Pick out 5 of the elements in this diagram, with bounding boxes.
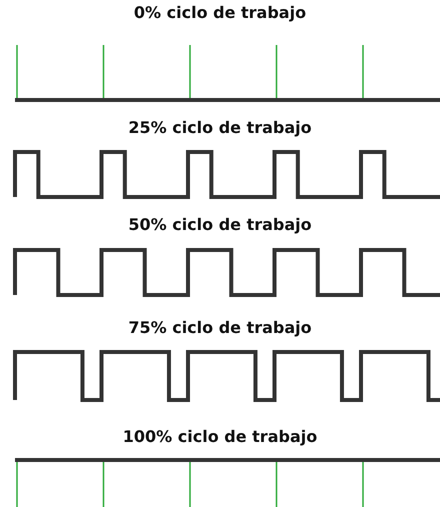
duty-cycle-title: 100% ciclo de trabajo	[122, 427, 318, 446]
duty-cycle-title: 0% ciclo de trabajo	[132, 3, 308, 22]
duty-cycle-title: 50% ciclo de trabajo	[127, 215, 313, 234]
duty-cycle-title: 25% ciclo de trabajo	[127, 118, 313, 137]
duty-cycle-title: 75% ciclo de trabajo	[127, 318, 313, 337]
